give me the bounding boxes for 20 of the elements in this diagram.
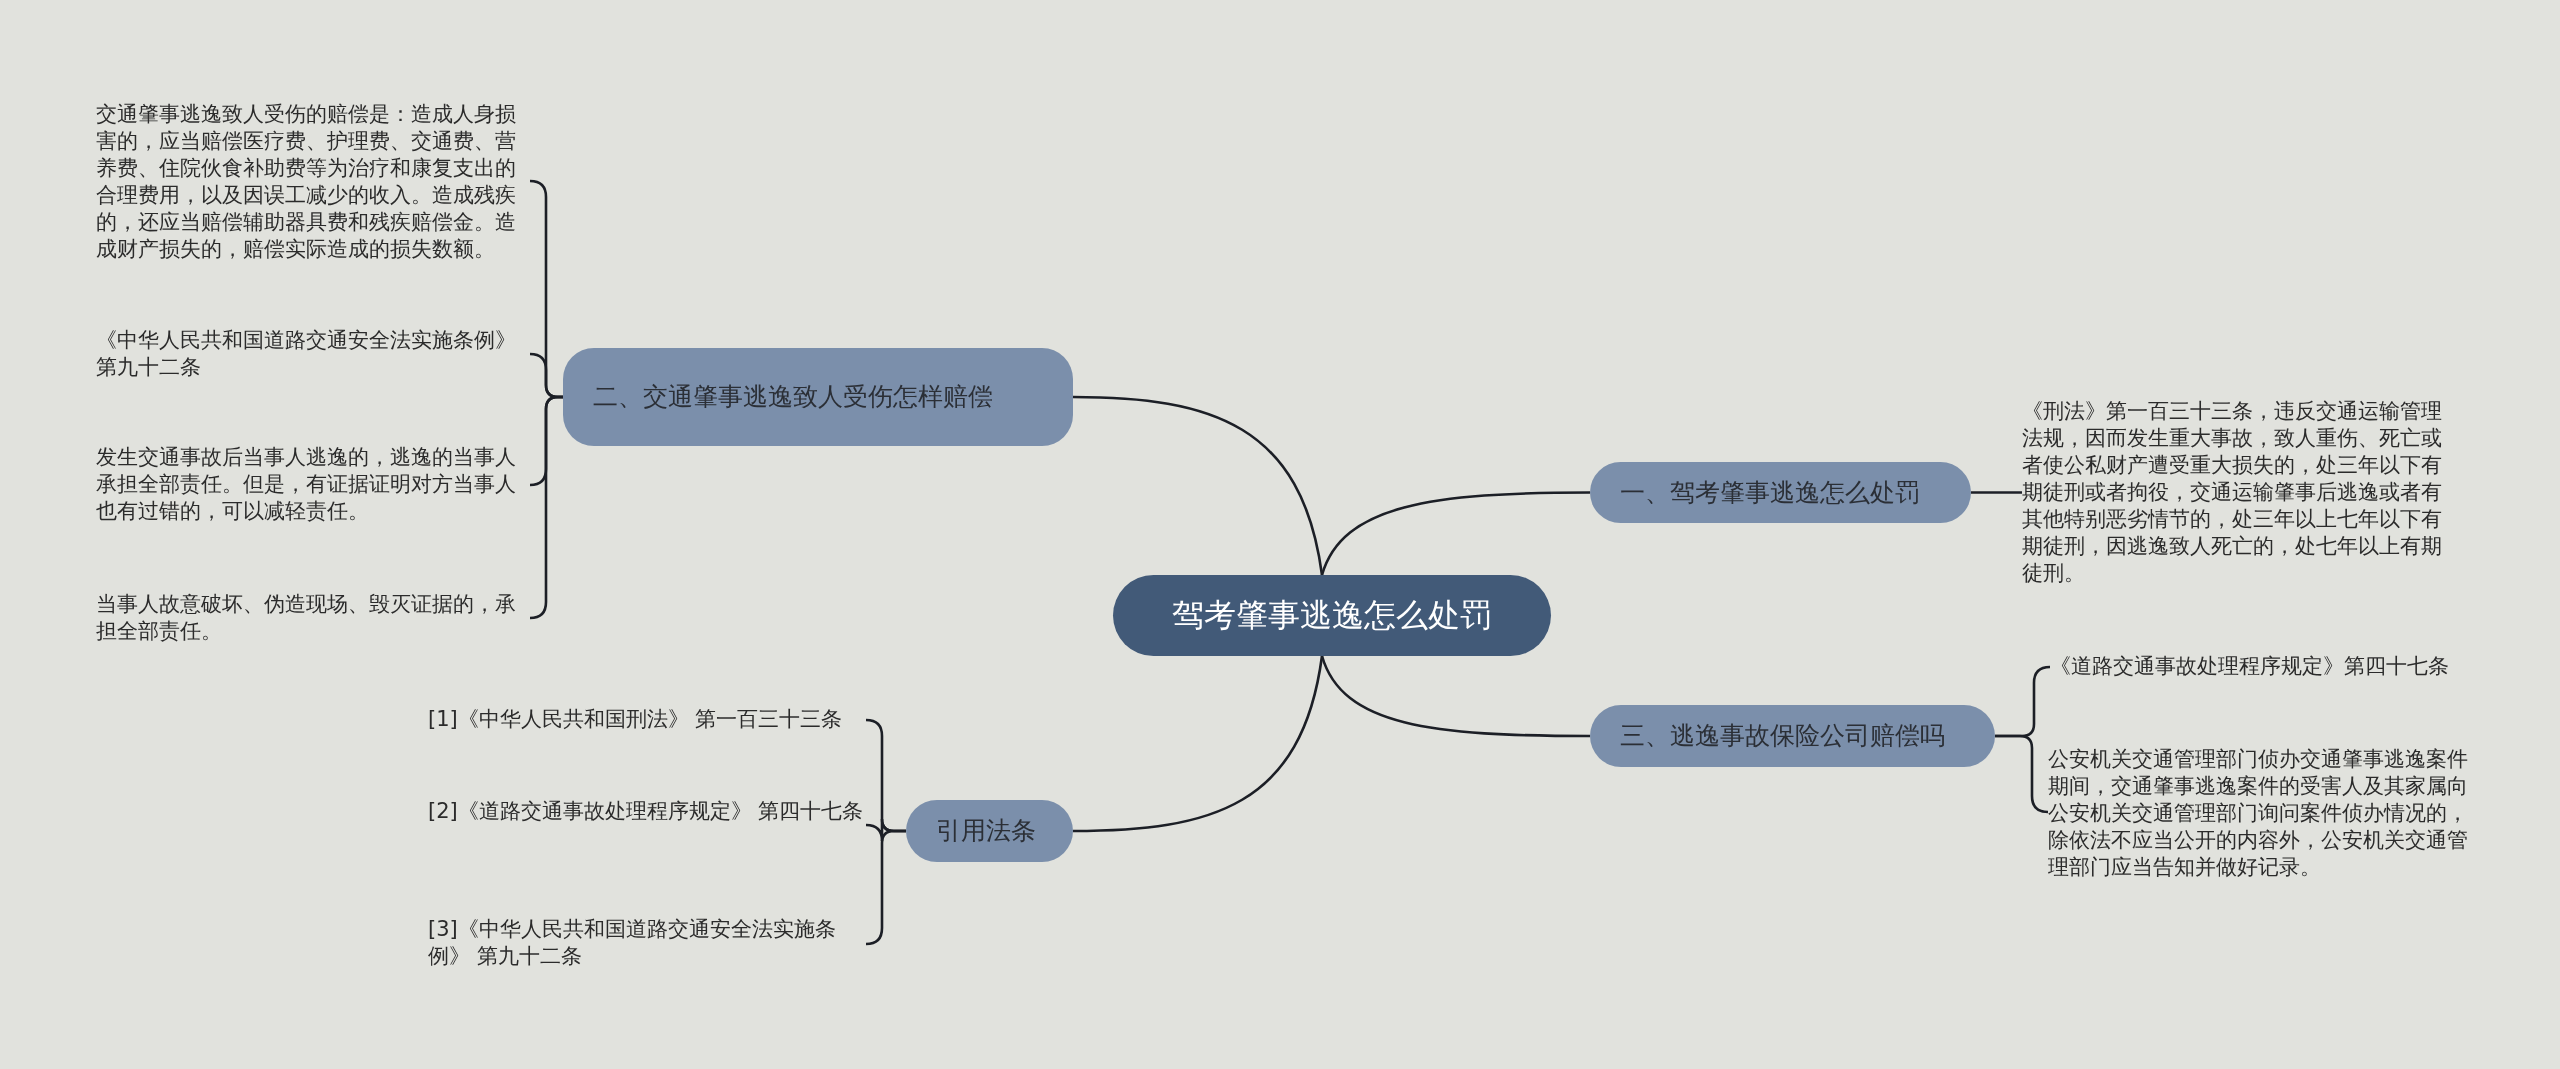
connector-line — [1971, 491, 2022, 494]
leaf-text: 交通肇事逃逸致人受伤的赔偿是：造成人身损害的，应当赔偿医疗费、护理费、交通费、营养费、住院伙食补助费等为治疗和康复支出的合理费用，以及因误工减少的收入。造成残疾的，还应当赔偿辅助器具费和残疾赔偿金。造成财产损失的，赔偿实际造成的损失数额。 — [96, 101, 530, 263]
leaf-text: 《刑法》第一百三十三条，违反交通运输管理法规，因而发生重大事故，致人重伤、死亡或者使公私财产遭受重大损失的，处三年以下有期徒刑或者拘役，交通运输肇事后逃逸或者有其他特别恶劣情节的，处三年以上七年以下有期徒刑，因逃逸致人死亡的，处七年以上有期徒刑。 — [2022, 398, 2462, 587]
branch-topic-box: 三、逃逸事故保险公司赔偿吗 — [1590, 705, 1995, 767]
leaf-text: 公安机关交通管理部门侦办交通肇事逃逸案件期间，交通肇事逃逸案件的受害人及其家属向公安机关交通管理部门询问案件侦办情况的，除依法不应当公开的内容外，公安机关交通管理部门应当告知并做好记录。 — [2048, 746, 2488, 881]
branch-topic-box: 引用法条 — [906, 800, 1073, 862]
leaf-text: 《中华人民共和国道路交通安全法实施条例》第九十二条 — [96, 327, 530, 381]
connector-line — [1072, 395, 1324, 576]
branch-topic-box: 二、交通肇事逃逸致人受伤怎样赔偿 — [563, 348, 1073, 446]
leaf-text: [3]《中华人民共和国道路交通安全法实施条例》 第九十二条 — [428, 916, 866, 972]
leaf-text: 当事人故意破坏、伪造现场、毁灭证据的，承担全部责任。 — [96, 591, 530, 645]
central-topic-box: 驾考肇事逃逸怎么处罚 — [1113, 575, 1551, 656]
leaf-text: [2]《道路交通事故处理程序规定》 第四十七条 — [428, 798, 866, 852]
branch-topic-box: 一、驾考肇事逃逸怎么处罚 — [1590, 462, 1971, 523]
leaf-text: 发生交通事故后当事人逃逸的，逃逸的当事人承担全部责任。但是，有证据证明对方当事人也有过错的，可以减轻责任。 — [96, 444, 530, 526]
leaf-text: [1]《中华人民共和国刑法》 第一百三十三条 — [428, 706, 866, 734]
connector-line — [1072, 655, 1324, 833]
leaf-text: 《道路交通事故处理程序规定》第四十七条 — [2050, 653, 2470, 681]
connector-line — [1320, 491, 1590, 576]
connector-line — [1320, 655, 1590, 738]
